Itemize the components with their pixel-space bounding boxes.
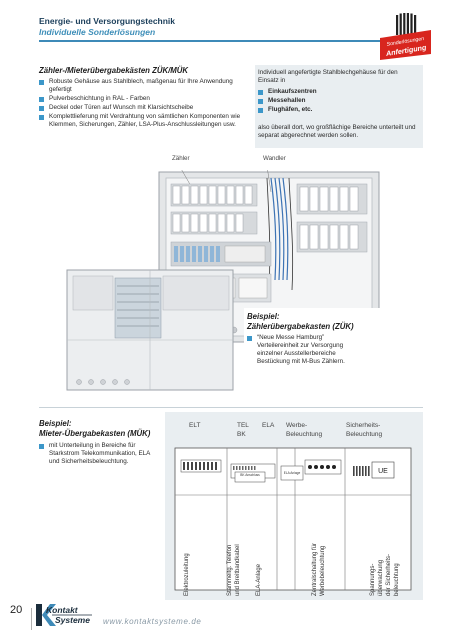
example2-item: mit Unterteilung in Bereiche für Starkst…	[39, 442, 157, 466]
label-zaehler: Zähler	[172, 155, 190, 162]
info-box	[255, 65, 423, 148]
section-divider	[39, 407, 423, 408]
ela-anlage-label: ELA Anlage	[284, 471, 301, 475]
example1-label: Beispiel:	[247, 312, 280, 321]
section-title-zuek-muek: Zähler-/Mieterübergabekästen ZÜK/MÜK	[39, 66, 189, 75]
schem-label-ela: ELA	[262, 422, 275, 429]
example1-list: “Neue Messe Hamburg” Verteilereinheit zu…	[247, 334, 362, 367]
example2-list: mit Unterteilung in Bereiche für Starkst…	[39, 442, 157, 467]
feature-item: Pulverbeschichtung in RAL - Farben	[39, 95, 244, 103]
badge-text-1: Sonderlösungen	[386, 36, 424, 48]
vlabel-zentralschaltung-1: Zentralschaltung für	[312, 542, 318, 596]
schematic-drawing: BK Anschluss ELA Anlage UE	[174, 447, 412, 591]
feature-item: Komplettlieferung mit Verdrahtung von sä…	[39, 113, 244, 129]
schem-label-tel: TEL	[237, 422, 249, 429]
application-item: Messehallen	[258, 97, 418, 105]
company-logo-mark	[36, 604, 92, 626]
feature-list: Robuste Gehäuse aus Stahlblech, maßgenau…	[39, 78, 244, 130]
website-link[interactable]: www.kontaktsysteme.de	[103, 617, 202, 626]
schem-label-bk: BK	[237, 431, 246, 438]
vlabel-zentralschaltung-2: Werbebeleuchtung	[320, 545, 326, 596]
header-rule	[39, 40, 423, 42]
example2-title: Mieter-Übergabekasten (MÜK)	[39, 429, 151, 438]
info-intro: Individuell angefertigte Stahlblechgehäu…	[258, 69, 398, 84]
vlabel-telefon-1: Stammeitg. Telefon	[227, 544, 233, 596]
vlabel-elektrozuleitung: Elektrozuleitung	[184, 553, 190, 596]
example2-label: Beispiel:	[39, 419, 72, 428]
example1-title: Zählerübergabekasten (ZÜK)	[247, 322, 354, 331]
schem-label-elt: ELT	[189, 422, 201, 429]
logo-text-kontakt: Kontakt	[46, 605, 78, 615]
footer-divider	[31, 608, 32, 630]
vlabel-spannung-3: der Sicherheits-	[386, 553, 392, 596]
bk-anschluss-label: BK Anschluss	[240, 473, 260, 477]
page-category-title: Energie- und Versorgungstechnik	[39, 16, 176, 26]
schem-label-sicherheit-2: Beleuchtung	[346, 431, 383, 438]
ue-label: UE	[378, 468, 388, 475]
example1-box	[244, 308, 423, 378]
schem-label-sicherheit: Sicherheits-	[346, 422, 381, 429]
vlabel-spannung-4: beleuchtung	[394, 563, 400, 596]
schem-label-werbe-2: Beleuchtung	[286, 431, 323, 438]
example1-item: “Neue Messe Hamburg” Verteilereinheit zu…	[247, 334, 362, 366]
vlabel-telefon-2: und Breitbandkabel	[235, 544, 241, 596]
schem-label-werbe: Werbe-	[286, 422, 308, 429]
application-list: Einkaufszentren Messehallen Flughäfen, e…	[258, 88, 418, 115]
page-category-subtitle: Individuelle Sonderlösungen	[39, 27, 156, 37]
label-wandler: Wandler	[263, 155, 286, 162]
info-tail: also überall dort, wo großflächige Berei…	[258, 124, 416, 139]
page-number: 20	[10, 604, 23, 616]
feature-item: Robuste Gehäuse aus Stahlblech, maßgenau…	[39, 78, 244, 94]
special-production-badge: Sonderlösungen Anfertigung	[380, 13, 431, 60]
application-item: Flughäfen, etc.	[258, 106, 418, 114]
vlabel-ela-anlage: ELA-Anlage	[256, 563, 262, 596]
application-item: Einkaufszentren	[258, 88, 418, 96]
vlabel-spannung-2: überwachung	[378, 559, 384, 596]
feature-item: Deckel oder Türen auf Wunsch mit Klarsic…	[39, 104, 244, 112]
vlabel-spannung-1: Spannungs-	[370, 563, 376, 596]
logo-text-systeme: Systeme	[55, 615, 90, 625]
